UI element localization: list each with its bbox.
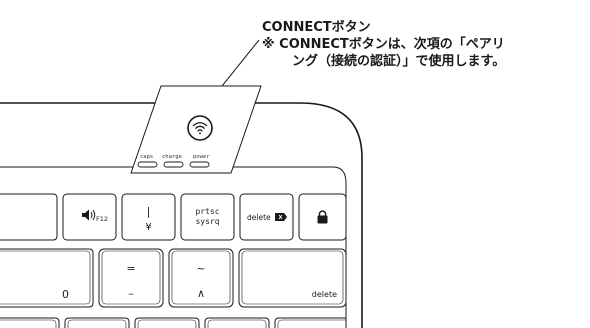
zero-key-label: 0	[62, 288, 69, 301]
connect-callout: CONNECTボタン ※ CONNECTボタンは、次項の「ペアリ ング（接続の認…	[262, 19, 505, 70]
speaker-icon	[82, 209, 96, 221]
padlock-icon	[317, 210, 328, 224]
keyboard-inner-edge	[0, 166, 347, 328]
backspace-delete-key[interactable]: delete	[238, 248, 347, 308]
yen-key-bottom-label: ¥	[145, 222, 151, 233]
tilde-label: ~	[196, 262, 205, 275]
charge-led	[163, 161, 184, 168]
backspace-delete-label: delete	[312, 290, 337, 299]
power-led	[189, 161, 210, 168]
delete-arrow-icon	[275, 213, 287, 221]
prtsc-label: prtsc	[195, 207, 219, 216]
partial-key-bottom-4[interactable]	[204, 317, 270, 328]
tilde-key[interactable]: ~ ∧	[168, 248, 234, 308]
minus-label: –	[128, 287, 134, 300]
caret-label: ∧	[197, 287, 205, 300]
partial-key-bottom-1[interactable]	[0, 317, 60, 328]
caps-indicator-label: caps	[140, 154, 153, 160]
lock-key[interactable]	[298, 193, 347, 241]
callout-note-line-1: ※ CONNECTボタンは、次項の「ペアリ	[262, 37, 505, 52]
keyboard-body-outline	[0, 102, 363, 328]
callout-note-line-2: ング（接続の認証）」で使用します。	[292, 54, 506, 69]
f12-label: F12	[96, 215, 108, 223]
delete-fn-label: delete	[247, 213, 271, 222]
sysrq-label: sysrq	[195, 217, 219, 226]
partial-key-bottom-3[interactable]	[134, 317, 200, 328]
prtsc-key[interactable]: prtsc sysrq	[180, 193, 235, 241]
partial-key-bottom-2[interactable]	[64, 317, 130, 328]
delete-fn-key[interactable]: delete	[239, 193, 294, 241]
connect-button[interactable]	[187, 115, 213, 141]
equals-key[interactable]: = –	[98, 248, 164, 308]
partial-key-left[interactable]	[0, 193, 58, 241]
charge-indicator-label: charge	[162, 154, 182, 160]
zero-key[interactable]: 0	[0, 248, 94, 308]
f12-volume-key[interactable]: F12	[62, 193, 117, 241]
equals-label: =	[126, 262, 135, 275]
yen-key[interactable]: | ¥	[121, 193, 176, 241]
caps-led	[137, 161, 158, 168]
partial-key-bottom-5[interactable]	[274, 317, 346, 328]
callout-title: CONNECTボタン	[262, 20, 371, 35]
wifi-icon	[192, 122, 208, 135]
yen-key-top-label: |	[147, 205, 151, 218]
power-indicator-label: power	[193, 154, 210, 160]
